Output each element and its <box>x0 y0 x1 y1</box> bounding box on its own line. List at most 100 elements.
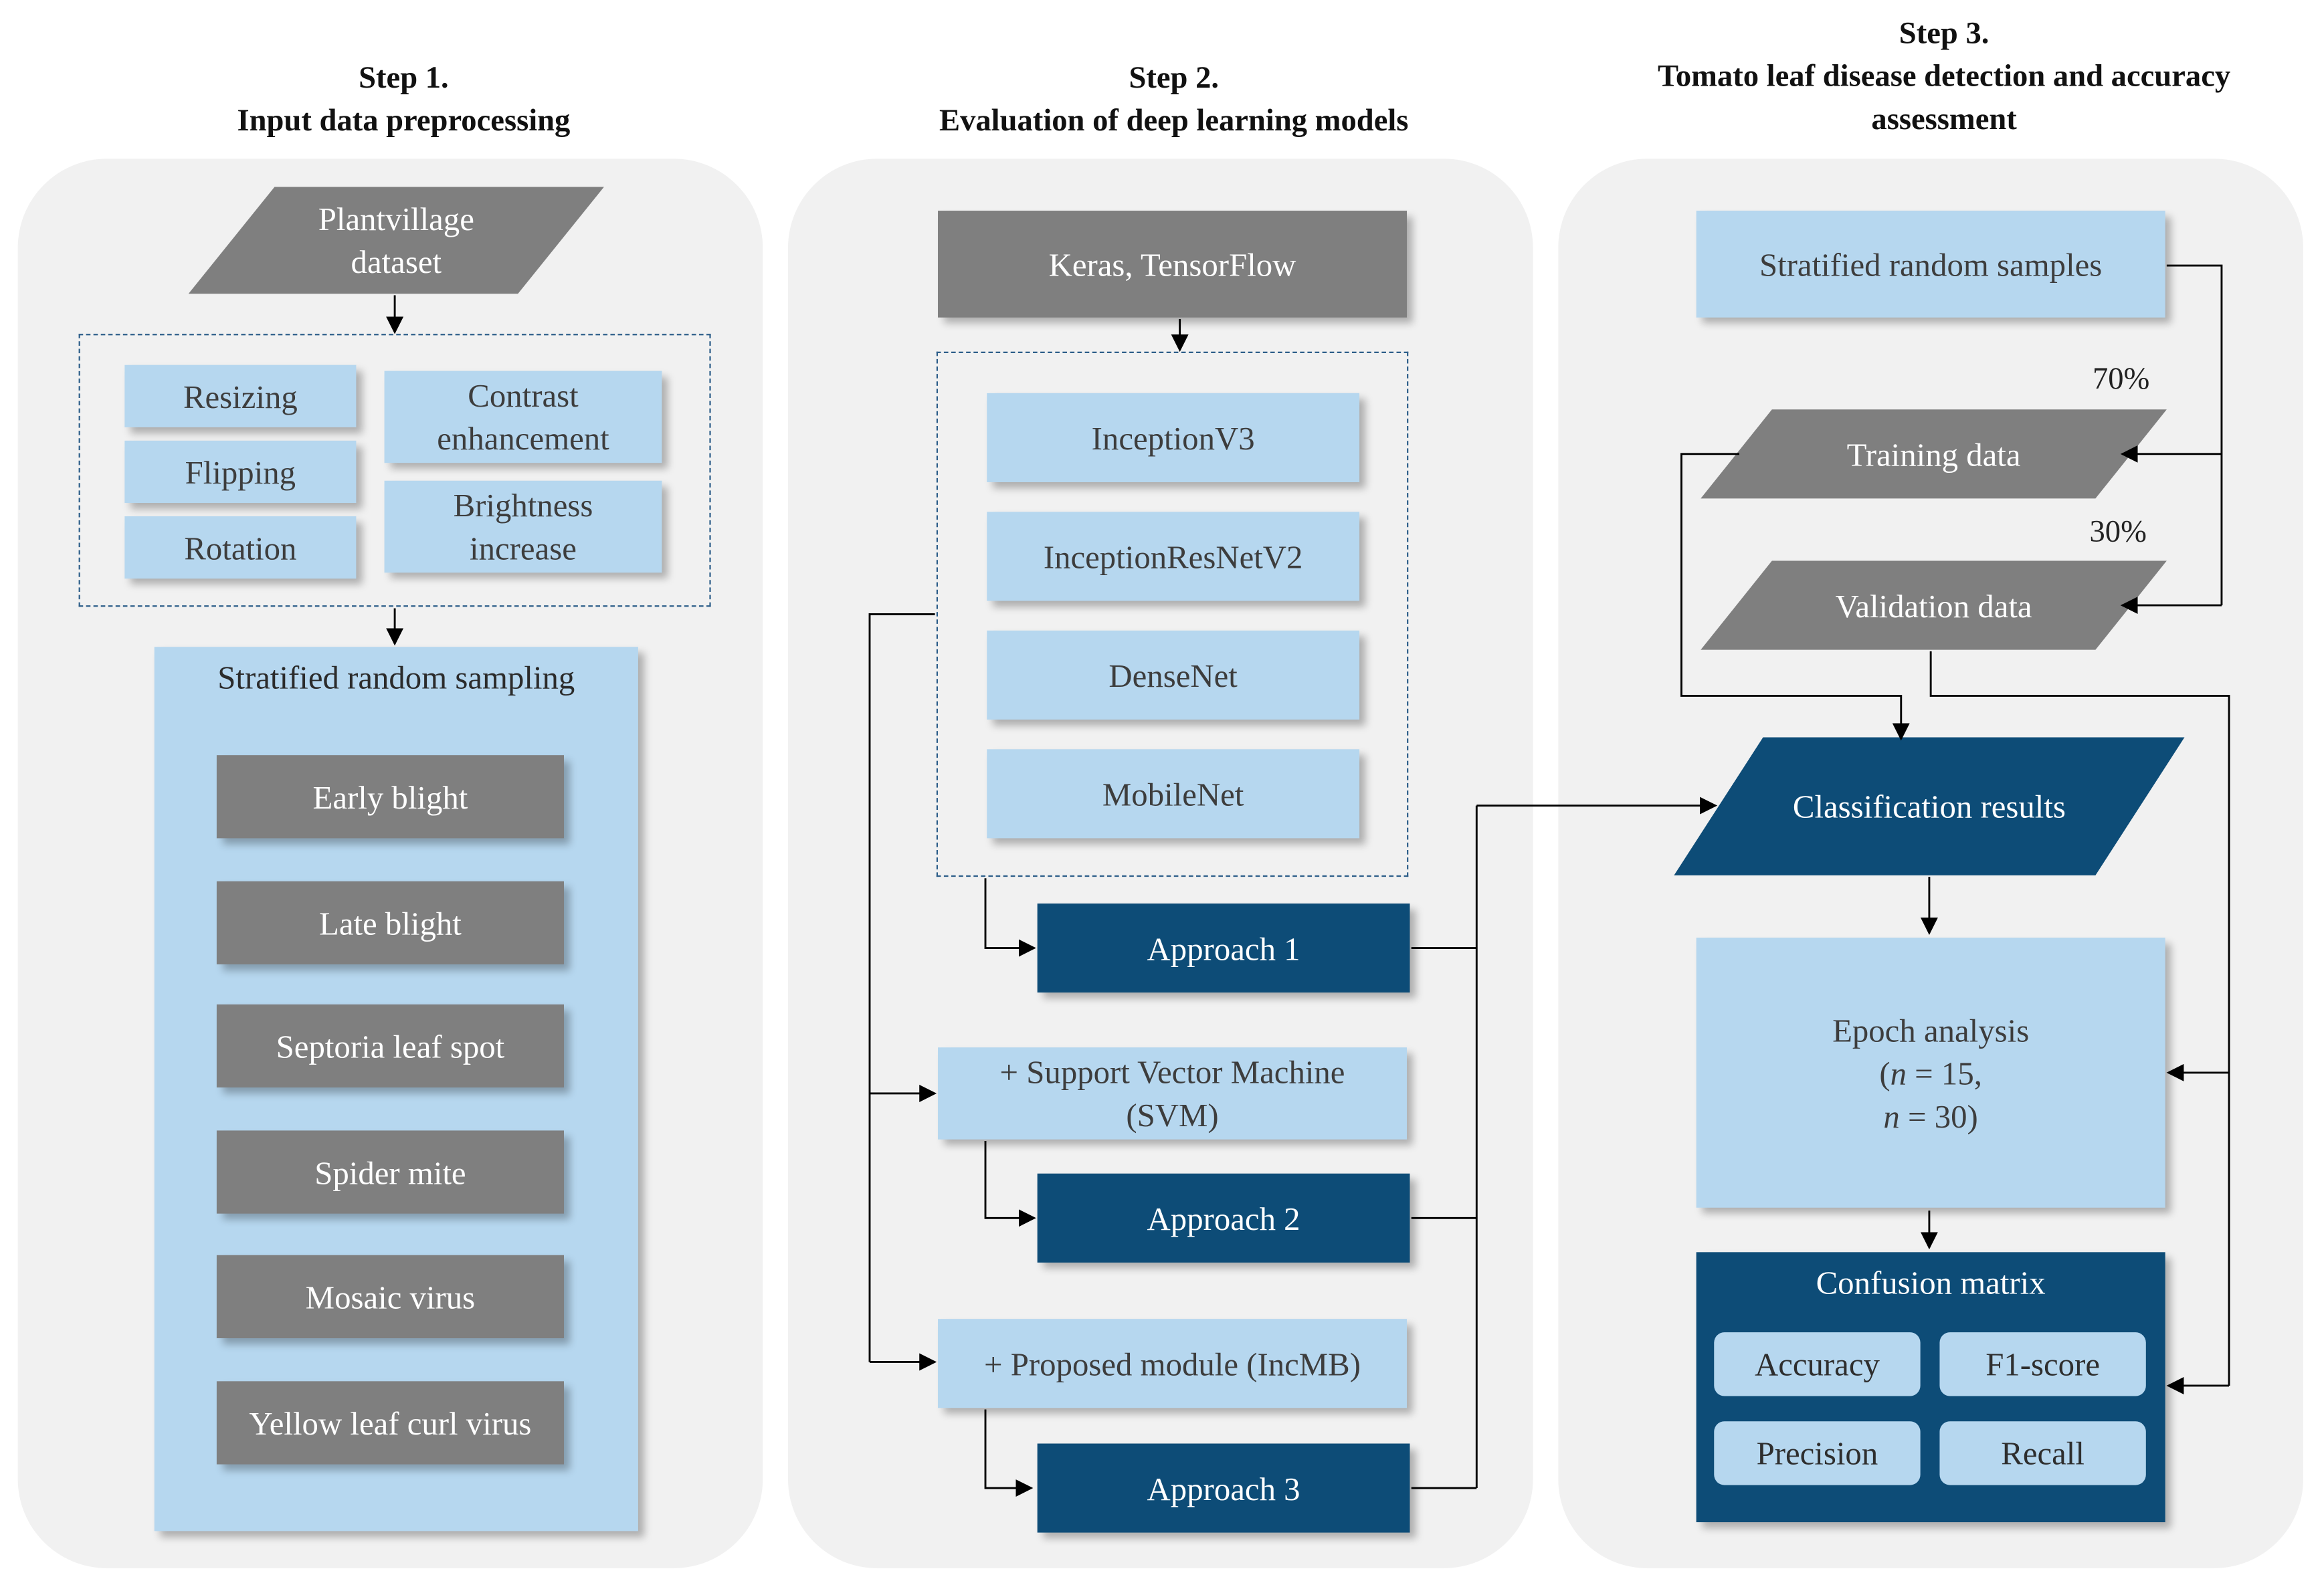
svm-box: + Support Vector Machine (SVM) <box>938 1047 1408 1140</box>
approach-box: Approach 1 <box>1037 904 1410 993</box>
confusion-matrix-title: Confusion matrix <box>1816 1264 2046 1301</box>
stratified-samples-label: Stratified random samples <box>1759 245 2103 283</box>
brightness-box: Brightness increase <box>384 480 662 573</box>
brightness-label-line2: increase <box>470 529 577 567</box>
epoch-analysis-box: Epoch analysis (n = 15, n = 30) <box>1696 938 2165 1208</box>
arrow-proposed-to-approach3 <box>984 1409 1034 1497</box>
classification-label: Classification results <box>1792 787 2066 825</box>
approach-box: Approach 3 <box>1037 1443 1410 1533</box>
resizing-label: Resizing <box>183 377 298 415</box>
arrow-svm-to-approach2 <box>984 1140 1036 1227</box>
training-data-node: Training data <box>1701 409 2167 499</box>
validation-label: Validation data <box>1835 587 2032 624</box>
models-group <box>936 351 1409 877</box>
flipping-box: Flipping <box>124 440 357 504</box>
metric-label: F1-score <box>1986 1346 2101 1383</box>
metric-label: Accuracy <box>1754 1346 1880 1383</box>
approach-label: Approach 1 <box>1147 929 1300 967</box>
training-parallelogram <box>1701 409 2167 499</box>
line-approaches-collector <box>1411 805 1478 1489</box>
dataset-label-line1: Plantvillage <box>318 200 474 237</box>
validation-data-node: Validation data <box>1701 560 2167 650</box>
contrast-box: Contrast enhancement <box>384 371 662 463</box>
model-box: DenseNet <box>987 630 1360 720</box>
line-validation-feedback <box>1929 651 2230 1386</box>
contrast-label-line1: Contrast <box>468 377 579 414</box>
step1-heading: Step 1. Input data preprocessing <box>18 56 790 142</box>
validation-parallelogram <box>1701 560 2167 650</box>
metric-pill: Accuracy <box>1714 1332 1921 1396</box>
arrow-training-to-classification <box>1680 453 1910 741</box>
proposed-module-box: + Proposed module (IncMB) <box>938 1319 1408 1408</box>
arrow-models-to-approach1 <box>984 878 1036 957</box>
step3-title-cont: assessment <box>1871 100 2017 137</box>
rotation-label: Rotation <box>184 528 297 566</box>
class-label: Septoria leaf spot <box>276 1027 505 1065</box>
plantvillage-dataset-node: Plantvillage dataset <box>188 187 604 294</box>
metric-pill: Recall <box>1939 1421 2146 1485</box>
step3-number: Step 3. <box>1899 15 1990 51</box>
contrast-label-line2: enhancement <box>437 419 609 457</box>
metric-label: Precision <box>1756 1435 1878 1472</box>
dataset-parallelogram <box>188 187 604 294</box>
step1-number: Step 1. <box>359 59 449 95</box>
epoch-n-symbol: n <box>1890 1054 1907 1091</box>
model-box: InceptionV3 <box>987 393 1360 482</box>
class-box: Spider mite <box>216 1130 564 1214</box>
framework-box: Keras, TensorFlow <box>938 211 1408 318</box>
metric-pill: Precision <box>1714 1421 1921 1485</box>
stratified-samples-box: Stratified random samples <box>1696 211 2165 318</box>
line-models-branch <box>868 613 935 1362</box>
framework-label: Keras, TensorFlow <box>1048 245 1296 283</box>
class-label: Yellow leaf curl virus <box>249 1404 532 1442</box>
flipping-label: Flipping <box>185 453 296 491</box>
approach-label: Approach 3 <box>1147 1469 1300 1507</box>
step3-heading: Step 3. Tomato leaf disease detection an… <box>1558 12 2324 141</box>
class-label: Mosaic virus <box>305 1278 476 1315</box>
epoch-n2: n = 30) <box>1883 1097 1978 1134</box>
step2-title: Evaluation of deep learning models <box>939 102 1409 138</box>
classification-results-node: Classification results <box>1674 737 2185 875</box>
validation-percentage: 30% <box>2089 513 2147 549</box>
class-label: Spider mite <box>314 1153 466 1191</box>
approach-label: Approach 2 <box>1147 1199 1300 1237</box>
svm-label-line1: + Support Vector Machine <box>999 1053 1345 1091</box>
step2-heading: Step 2. Evaluation of deep learning mode… <box>788 56 1560 142</box>
class-box: Septoria leaf spot <box>216 1004 564 1088</box>
model-label: InceptionV3 <box>1091 419 1255 457</box>
dataset-label-line2: dataset <box>351 243 442 281</box>
class-box: Yellow leaf curl virus <box>216 1381 564 1465</box>
class-box: Late blight <box>216 881 564 964</box>
resizing-box: Resizing <box>124 364 357 427</box>
classification-parallelogram <box>1674 737 2185 875</box>
svm-label-line2: (SVM) <box>1126 1096 1219 1134</box>
metric-label: Recall <box>2001 1435 2085 1472</box>
model-label: DenseNet <box>1108 656 1238 694</box>
class-box: Mosaic virus <box>216 1255 564 1338</box>
class-label: Late blight <box>319 904 462 942</box>
approach-box: Approach 2 <box>1037 1173 1410 1263</box>
model-box: InceptionResNetV2 <box>987 512 1360 601</box>
line-samples-split <box>2166 264 2223 606</box>
sampling-title: Stratified random sampling <box>217 658 575 696</box>
training-label: Training data <box>1846 435 2021 473</box>
epoch-n1: (n = 15, <box>1879 1054 1982 1091</box>
brightness-label-line1: Brightness <box>453 486 593 524</box>
model-box: MobileNet <box>987 749 1360 839</box>
step2-number: Step 2. <box>1129 59 1220 95</box>
rotation-box: Rotation <box>124 516 357 579</box>
training-percentage: 70% <box>2092 360 2150 397</box>
model-label: InceptionResNetV2 <box>1043 538 1303 575</box>
epoch-n-symbol: n <box>1883 1097 1900 1134</box>
metric-pill: F1-score <box>1939 1332 2146 1396</box>
step3-title: Tomato leaf disease detection and accura… <box>1658 58 2231 94</box>
model-label: MobileNet <box>1102 775 1244 813</box>
proposed-module-label: + Proposed module (IncMB) <box>984 1344 1361 1382</box>
step1-title: Input data preprocessing <box>237 102 571 138</box>
class-box: Early blight <box>216 755 564 839</box>
class-label: Early blight <box>312 778 468 816</box>
augmentation-group <box>78 334 711 607</box>
epoch-title: Epoch analysis <box>1832 1011 2030 1049</box>
